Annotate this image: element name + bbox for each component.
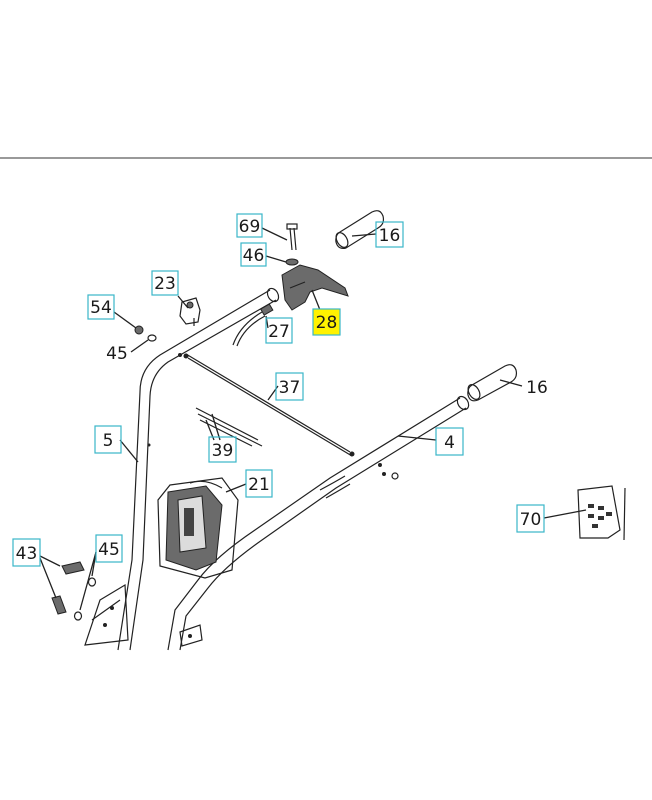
callout-4-label: 4 — [444, 433, 455, 453]
callout-45-upper: 45 — [106, 344, 128, 364]
callout-37[interactable]: 37 — [275, 372, 304, 401]
callout-16-top-label: 16 — [379, 226, 401, 246]
callout-70[interactable]: 70 — [516, 504, 545, 533]
callout-45-lower[interactable]: 45 — [95, 534, 123, 563]
callout-16-right-label: 16 — [526, 378, 548, 398]
callout-28[interactable]: 28 — [312, 308, 341, 336]
grip-top — [335, 210, 385, 249]
grip-right — [467, 364, 518, 402]
callout-27[interactable]: 27 — [265, 317, 293, 344]
callout-69[interactable]: 69 — [236, 213, 263, 238]
washer-45-lower-a — [87, 577, 97, 587]
control-box-21 — [157, 477, 239, 579]
callout-54[interactable]: 54 — [87, 294, 115, 320]
callout-39-label: 39 — [212, 441, 234, 461]
washer-45-lower-b — [73, 611, 83, 621]
nut-46 — [285, 258, 299, 266]
rod-37 — [183, 353, 355, 457]
bracket-70 — [577, 485, 626, 541]
callout-54-label: 54 — [90, 298, 112, 318]
left-lower-bracket — [84, 583, 129, 646]
callout-45-lower-label: 45 — [98, 540, 120, 560]
leader-lines — [39, 227, 587, 611]
callout-46-label: 46 — [243, 246, 265, 266]
callout-4[interactable]: 4 — [435, 427, 464, 456]
callout-37-label: 37 — [279, 378, 301, 398]
washer-45-upper — [147, 334, 157, 342]
callout-70-label: 70 — [520, 510, 542, 530]
callout-16-right: 16 — [526, 378, 548, 398]
callout-21[interactable]: 21 — [245, 469, 273, 498]
left-handle-tube — [117, 287, 280, 651]
cable-27 — [232, 303, 274, 347]
callout-43-label: 43 — [16, 544, 38, 564]
callout-46[interactable]: 46 — [240, 242, 267, 267]
bolt-69 — [286, 223, 298, 251]
callout-23-label: 23 — [154, 274, 176, 294]
callout-69-label: 69 — [239, 217, 261, 237]
throttle-lever — [281, 264, 349, 311]
right-handle-tube — [167, 395, 470, 651]
wire-clips-39 — [195, 407, 263, 447]
right-lower-bracket — [179, 624, 203, 647]
callout-28-label: 28 — [316, 313, 338, 333]
callout-39[interactable]: 39 — [208, 436, 237, 463]
callout-27-label: 27 — [268, 322, 290, 342]
clip-23 — [179, 297, 201, 326]
callout-5-label: 5 — [103, 431, 114, 451]
callout-23[interactable]: 23 — [151, 270, 179, 296]
callout-5[interactable]: 5 — [94, 425, 122, 454]
clips-43 — [51, 561, 85, 615]
nut-54 — [134, 325, 144, 335]
callout-43[interactable]: 43 — [12, 538, 41, 567]
callout-16-top[interactable]: 16 — [375, 221, 404, 248]
callout-45-upper-label: 45 — [106, 344, 128, 364]
callout-21-label: 21 — [248, 475, 270, 495]
